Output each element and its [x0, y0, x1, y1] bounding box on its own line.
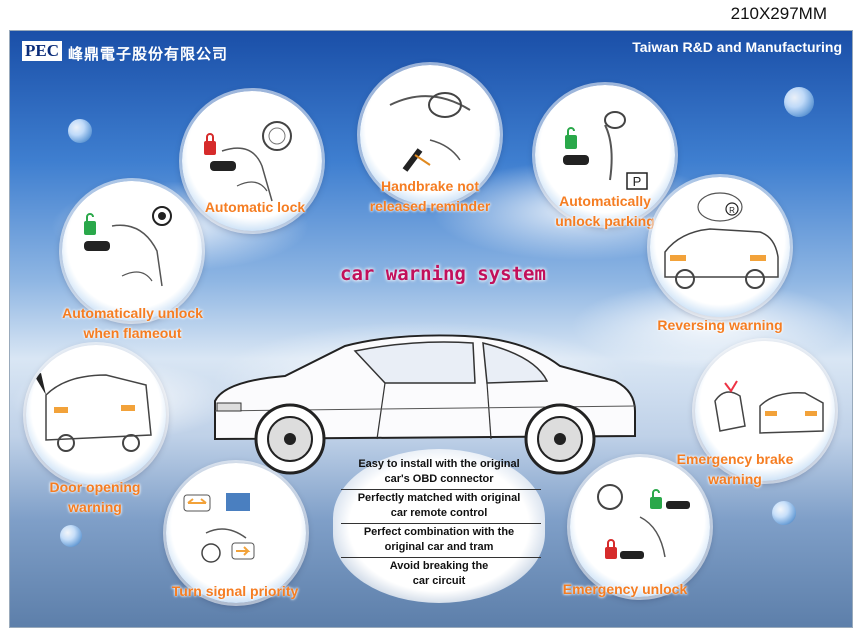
benefits-panel: Easy to install with the original car's … [333, 449, 545, 603]
feature-bubble-automatic-lock [182, 91, 322, 231]
emergency-unlock-illustration [597, 484, 690, 559]
tagline: Taiwan R&D and Manufacturing [632, 39, 842, 55]
benefit-line: car's OBD connector [384, 473, 494, 485]
water-drop-icon [772, 501, 796, 525]
gear-r-text: R [729, 206, 735, 215]
benefit-line: Avoid breaking the [389, 560, 489, 572]
divider [341, 489, 541, 490]
feature-bubble-handbrake [360, 65, 500, 205]
handbrake-illustration [389, 92, 471, 172]
company-logo: PEC 峰鼎電子股份有限公司 [22, 41, 228, 64]
feature-label-line: warning [708, 471, 762, 487]
benefit-item: Perfectly matched with original car remo… [333, 491, 545, 521]
benefit-line: Easy to install with the original [358, 458, 520, 470]
feature-bubble-reversing: R [650, 177, 790, 317]
turn-signal-illustration [183, 493, 255, 563]
feature-label-reversing: Reversing warning [657, 317, 783, 333]
feature-label-line: Automatically [559, 193, 651, 209]
feature-label-emergency-brake: Emergency brake warning [660, 449, 810, 489]
feature-label-line: Emergency brake [676, 451, 794, 467]
feature-label-unlock-flameout: Automatically unlock when flameout [40, 303, 225, 343]
divider [341, 523, 541, 524]
water-drop-icon [784, 87, 814, 117]
feature-label-line: Handbrake not [380, 178, 479, 194]
flameout-illustration [84, 206, 172, 287]
benefit-line: car remote control [390, 507, 488, 519]
emergency-brake-illustration [714, 380, 824, 434]
feature-label-line: Automatically unlock [62, 305, 203, 321]
paper-size-label: 210X297MM [730, 4, 827, 23]
door-opening-illustration [34, 373, 152, 452]
feature-bubble-emergency-brake [695, 341, 835, 481]
water-drop-icon [60, 525, 82, 547]
divider [341, 557, 541, 558]
feature-label-emergency-unlock: Emergency unlock [562, 581, 688, 597]
feature-bubble-emergency-unlock [570, 457, 710, 597]
reversing-illustration: R [664, 192, 779, 289]
benefit-item: Perfect combination with the original ca… [333, 525, 545, 555]
water-drop-icon [68, 119, 92, 143]
feature-bubble-turn-signal [166, 463, 306, 603]
logo-mark: PEC [22, 41, 62, 61]
feature-label-handbrake: Handbrake not released reminder [340, 176, 520, 216]
benefit-item: Easy to install with the original car's … [333, 457, 545, 487]
car-illustration [214, 334, 636, 475]
feature-label-line: unlock parking [555, 213, 655, 229]
benefit-line: Perfectly matched with original [357, 492, 521, 504]
automatic-lock-illustration [204, 121, 292, 202]
feature-bubble-unlock-parking: P [535, 85, 675, 225]
feature-bubble-unlock-flameout [62, 181, 202, 321]
benefit-line: Perfect combination with the [363, 526, 515, 538]
gear-p-text: P [633, 174, 642, 189]
feature-bubble-door-opening [26, 345, 166, 485]
feature-label-unlock-parking: Automatically unlock parking [525, 191, 685, 231]
gear-shift-illustration: P [563, 111, 648, 190]
feature-label-line: warning [68, 499, 122, 515]
feature-label-line: Door opening [49, 479, 141, 495]
benefit-item: Avoid breaking the car circuit [333, 559, 545, 589]
feature-label-line: when flameout [83, 325, 182, 341]
benefit-line: car circuit [412, 575, 466, 587]
benefit-line: original car and tram [384, 541, 494, 553]
feature-label-door-opening: Door opening warning [30, 477, 160, 517]
company-name: 峰鼎電子股份有限公司 [68, 46, 229, 63]
poster-title: car warning system [340, 263, 546, 285]
feature-label-automatic-lock: Automatic lock [204, 199, 306, 215]
feature-label-turn-signal: Turn signal priority [171, 583, 299, 599]
feature-label-line: released reminder [369, 198, 491, 214]
poster: PEC 峰鼎電子股份有限公司 Taiwan R&D and Manufactur… [9, 30, 853, 628]
